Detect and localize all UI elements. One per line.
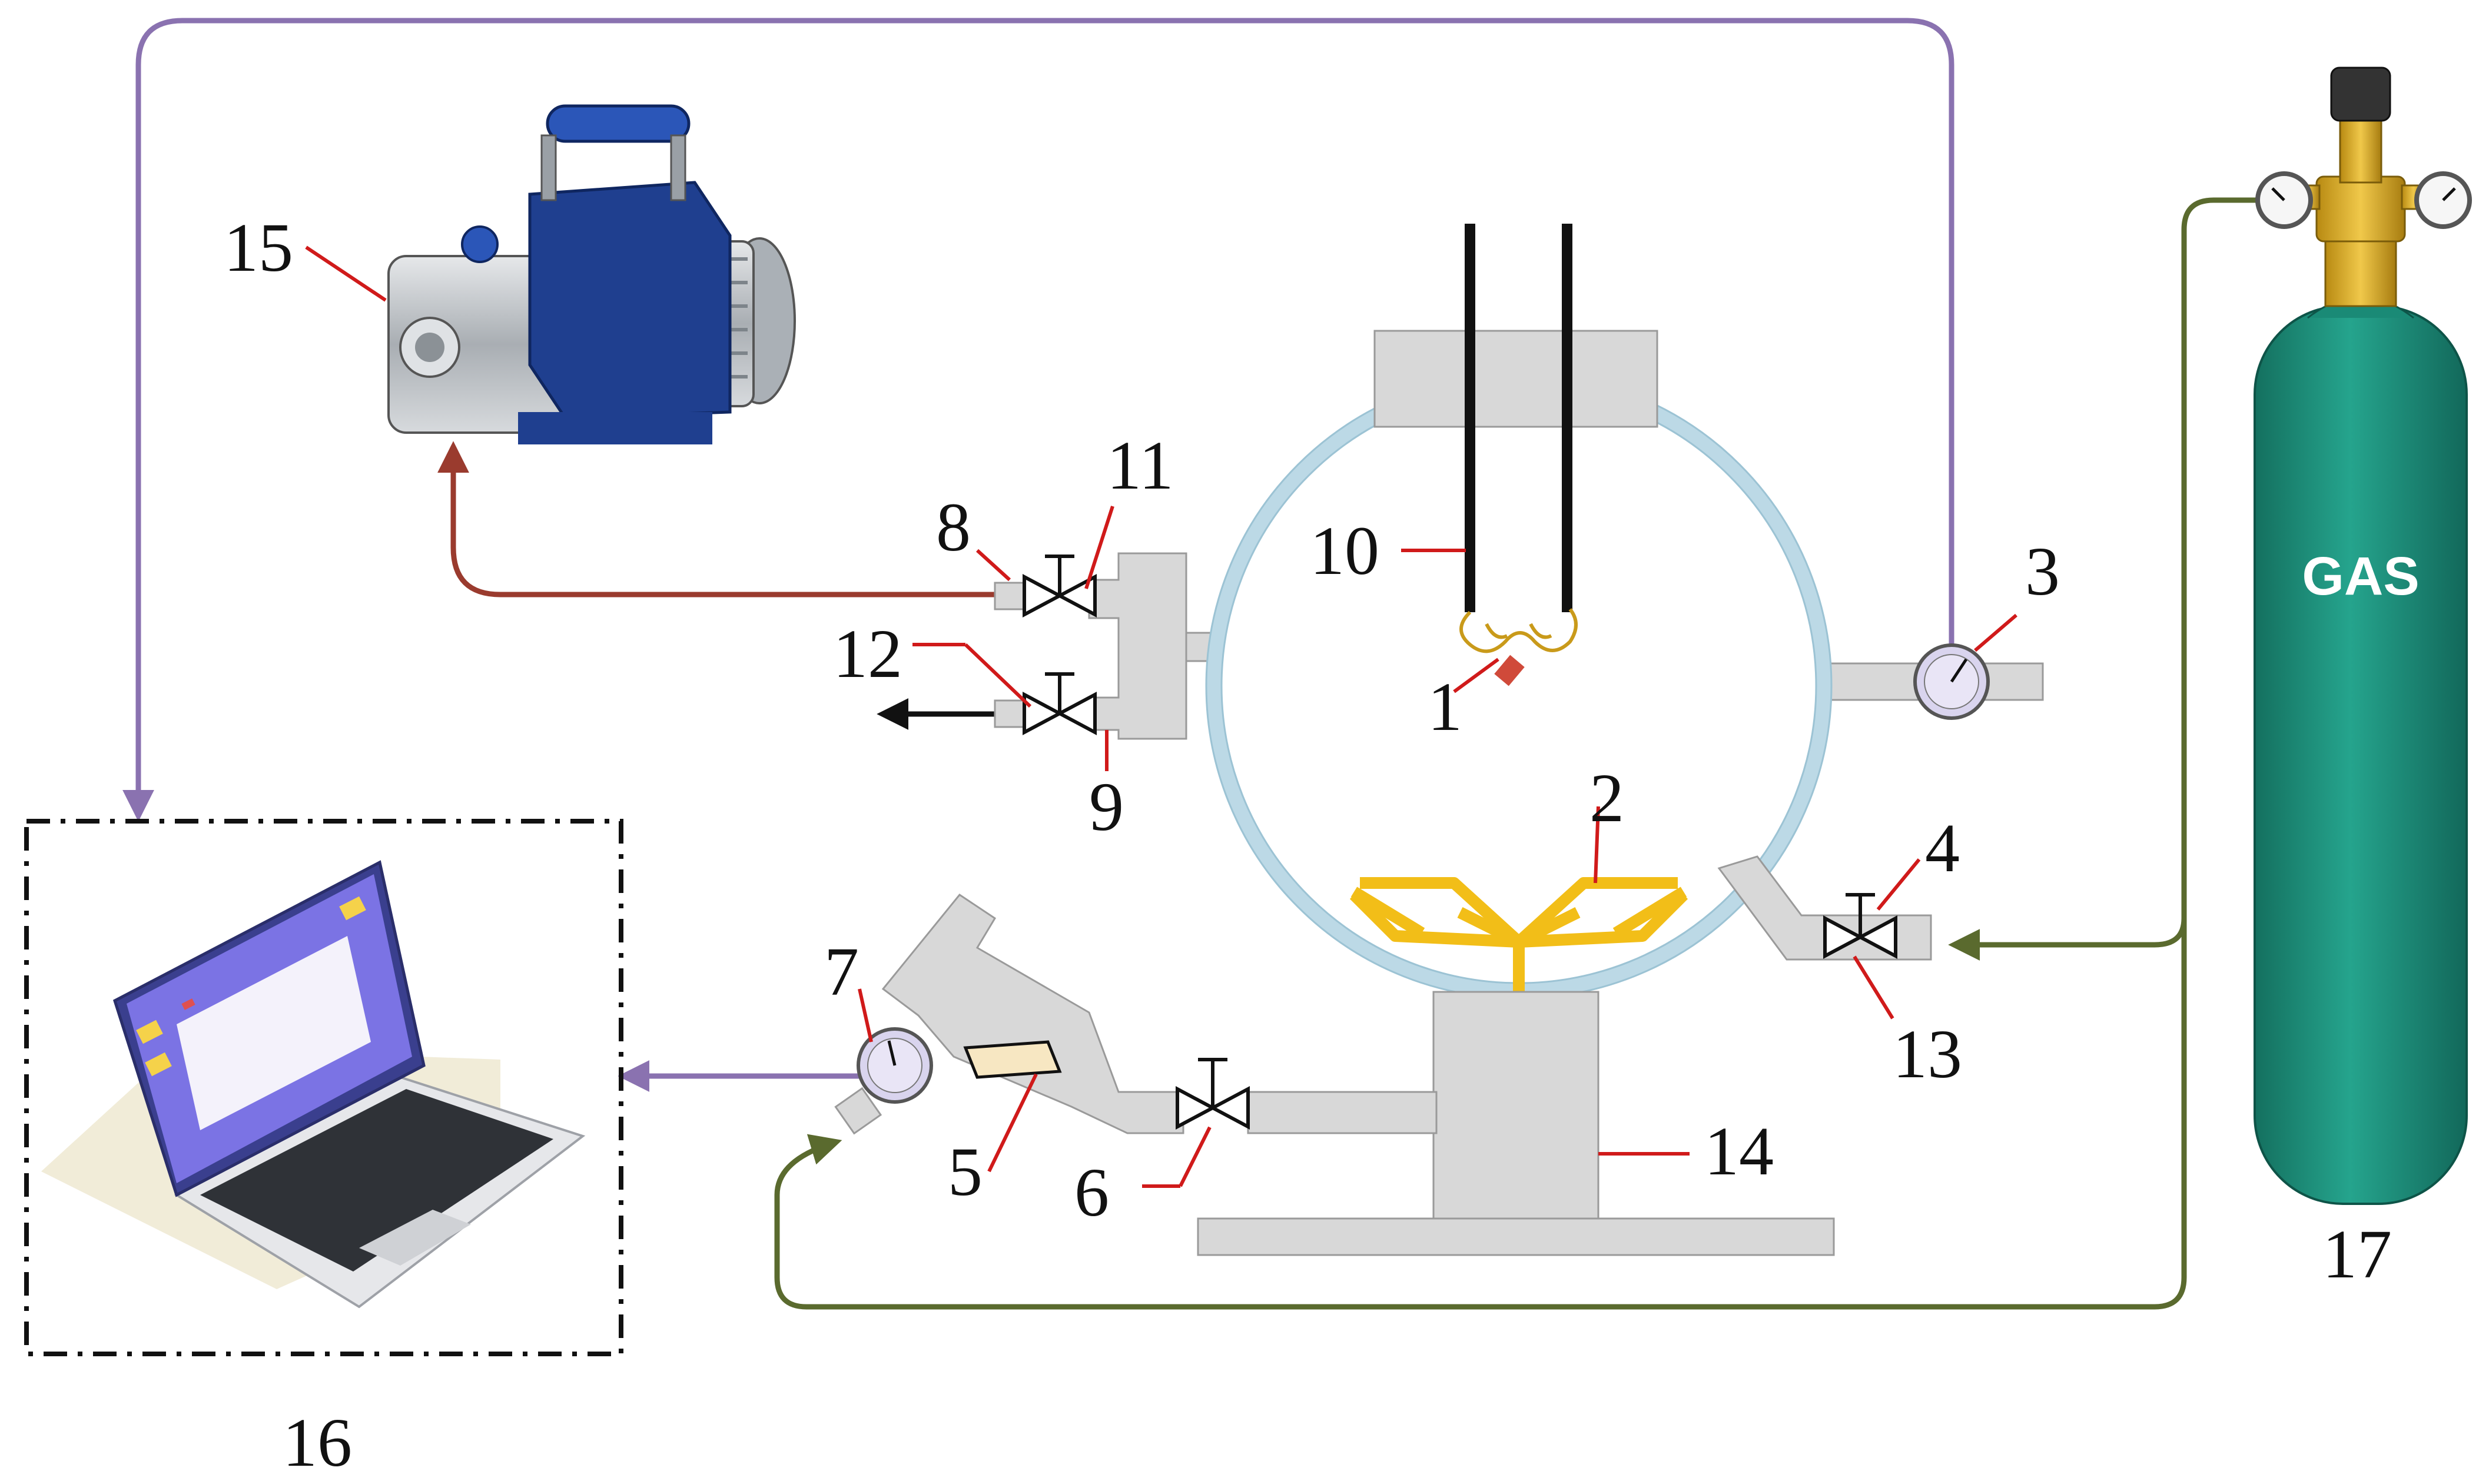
signal-line-gauge3-to-laptop	[122, 18, 1954, 822]
vacuum-line-to-pump	[437, 441, 1001, 597]
chamber-top-flange	[1373, 330, 1658, 428]
label-7: 7	[824, 933, 859, 1010]
label-13: 13	[1893, 1015, 1962, 1093]
label-2: 2	[1589, 759, 1624, 836]
valve-8-11[interactable]	[1023, 555, 1097, 617]
label-1: 1	[1428, 668, 1462, 745]
label-17: 17	[2322, 1216, 2392, 1293]
label-12: 12	[833, 615, 902, 692]
gas-line-to-gauge7	[774, 918, 2187, 1310]
label-16: 16	[283, 1404, 352, 1481]
label-9: 9	[1089, 768, 1124, 845]
electrode-rod-left	[1465, 224, 1475, 612]
label-15: 15	[224, 209, 293, 286]
cylinder-label: GAS	[2302, 546, 2419, 606]
valve-4-13[interactable]	[1823, 893, 1897, 959]
sample-holder	[1494, 655, 1525, 686]
label-3: 3	[2025, 533, 2060, 610]
vacuum-pump-icon	[387, 104, 796, 444]
vacuum-chamber	[1170, 224, 2044, 1256]
pressure-gauge-7	[857, 1027, 933, 1104]
gas-line-to-valve13	[1948, 197, 2284, 961]
laptop-icon	[41, 860, 586, 1309]
chamber-stand	[1432, 991, 1599, 1226]
leader-lines	[305, 245, 2017, 1188]
valve-6[interactable]	[1176, 1058, 1250, 1130]
label-11: 11	[1107, 427, 1174, 504]
pressure-gauge-3	[1913, 643, 1990, 720]
label-6: 6	[1074, 1154, 1109, 1231]
label-8: 8	[936, 489, 971, 566]
chamber-ring	[1206, 373, 1831, 998]
computer-box	[24, 819, 623, 1356]
label-4: 4	[1925, 809, 1960, 887]
label-14: 14	[1704, 1113, 1774, 1190]
electrode-rod-right	[1562, 224, 1572, 612]
filament-coil	[1459, 608, 1578, 653]
valve-9-12[interactable]	[1023, 672, 1097, 735]
label-5: 5	[948, 1133, 983, 1210]
exhaust-manifold	[994, 552, 1187, 740]
stand-base-plate	[1197, 1217, 1835, 1256]
sample-port	[834, 893, 1184, 1135]
grid-electrode	[1349, 877, 1688, 995]
gas-cylinder-icon	[2254, 67, 2472, 1205]
label-10: 10	[1310, 512, 1379, 589]
